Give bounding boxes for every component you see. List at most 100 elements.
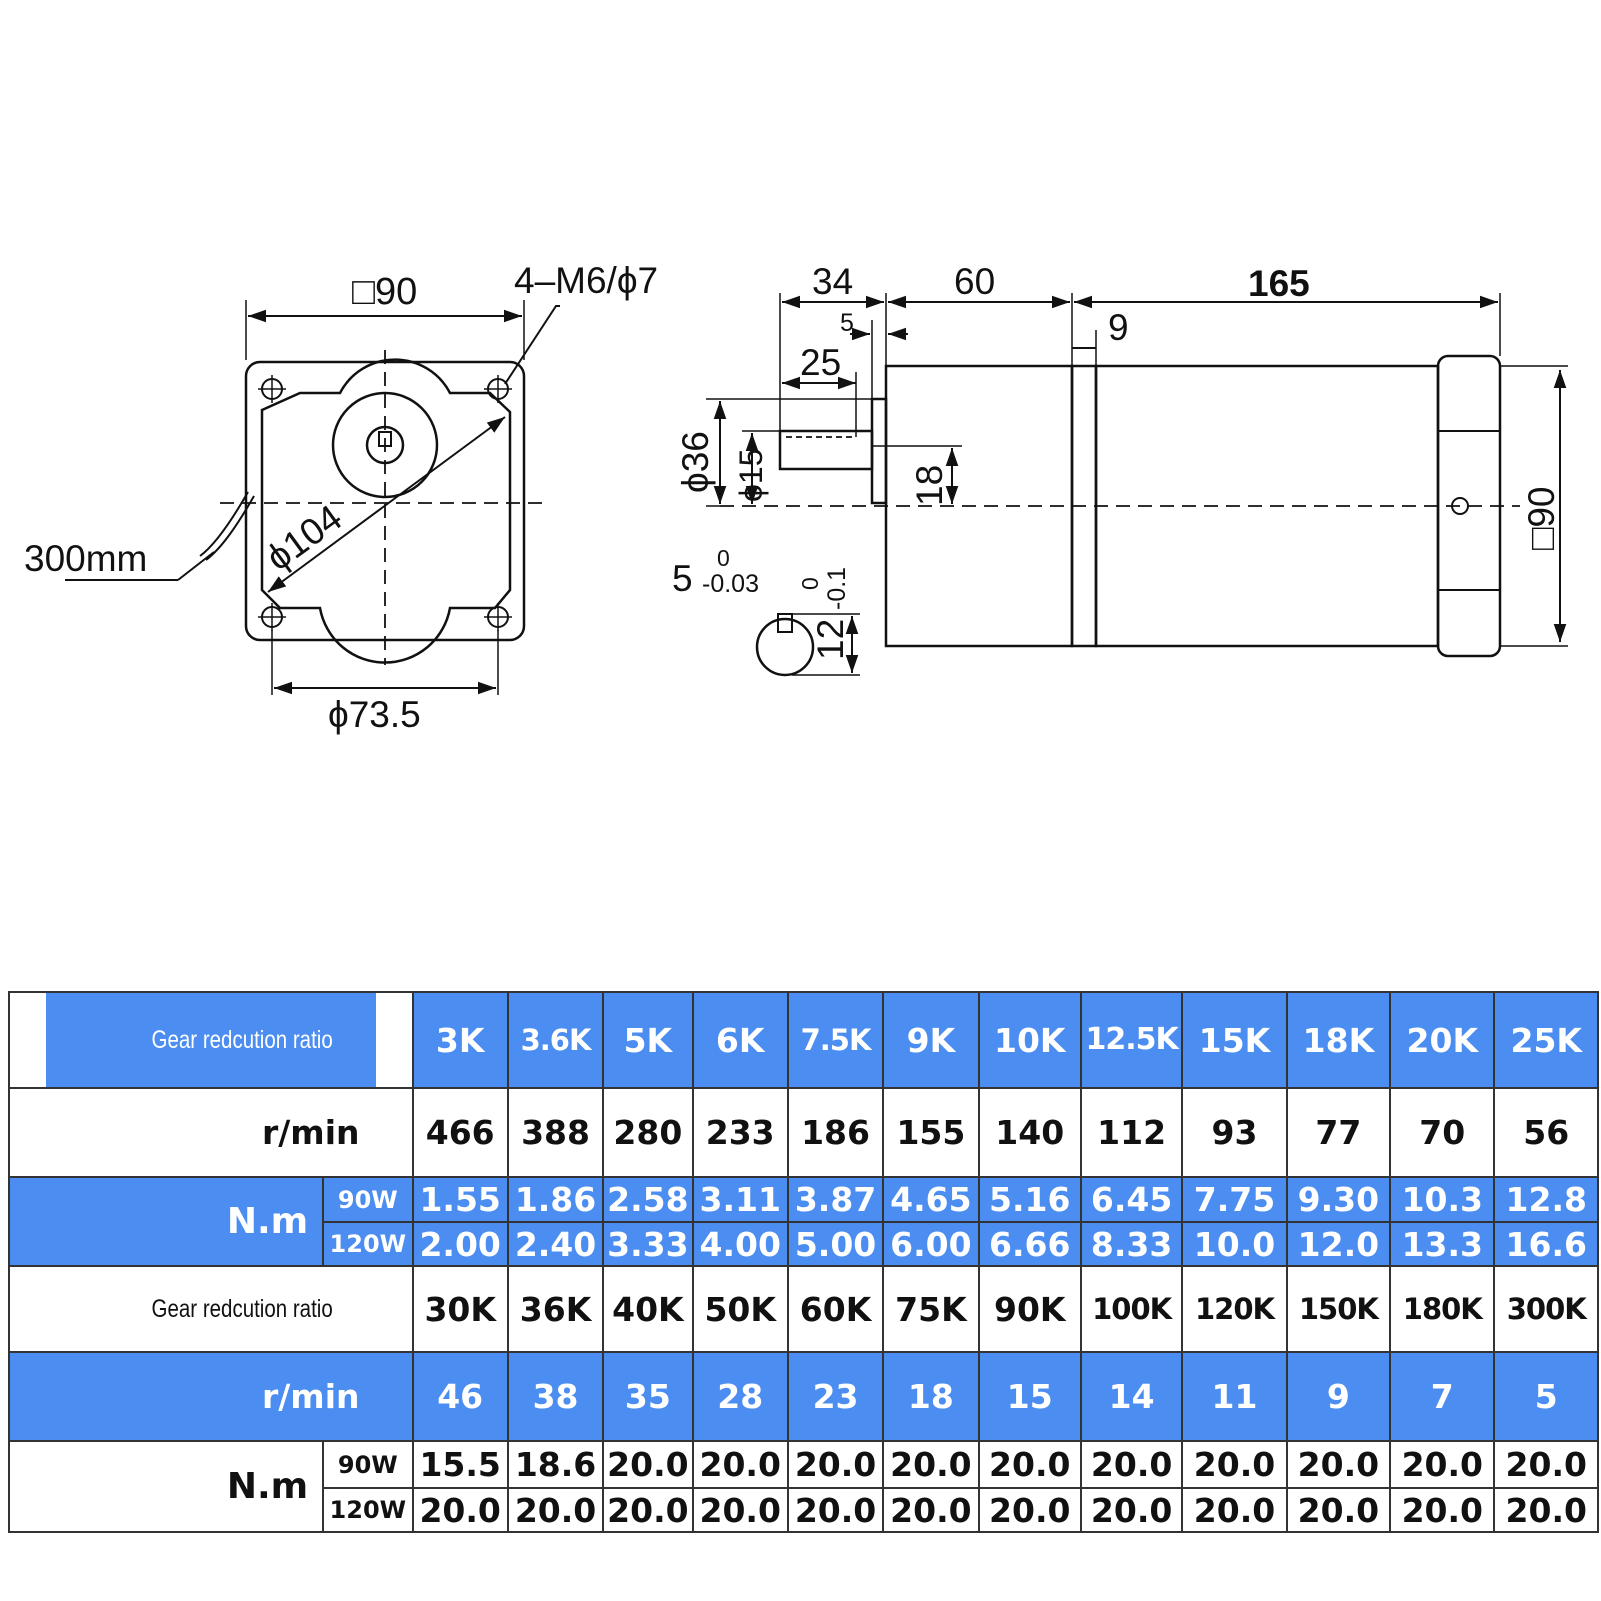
table-cell: 8.33 — [1079, 1221, 1184, 1267]
table-cell: 30K — [411, 1265, 509, 1353]
table-cell: 300K — [1493, 1265, 1599, 1353]
torque-label: N.m — [7, 1176, 325, 1267]
table-cell: 7 — [1389, 1351, 1496, 1442]
rpm-label: r/min — [8, 1087, 414, 1178]
table-cell: 3K — [411, 991, 509, 1089]
table-cell: 1.55 — [411, 1176, 509, 1223]
table-cell: 280 — [602, 1087, 694, 1178]
key-length-label: 25 — [800, 342, 841, 383]
table-cell: 20.0 — [602, 1487, 694, 1533]
shaft-diameter-label: ϕ15 — [733, 448, 769, 502]
pilot-diameter-label: ϕ73.5 — [328, 694, 421, 735]
table-cell: 2.00 — [411, 1221, 509, 1267]
table-cell: 6K — [691, 991, 789, 1089]
hole-crosshairs — [258, 375, 512, 631]
table-cell: 20.0 — [1079, 1440, 1184, 1489]
wattage-label: 120W — [322, 1221, 414, 1267]
body-square-label: □90 — [1521, 486, 1562, 550]
gear-ratio-label: Gear redcution ratio — [44, 991, 378, 1089]
table-cell: 15 — [977, 1351, 1082, 1442]
table-cell: 5K — [602, 991, 694, 1089]
flange-square-label: □90 — [352, 271, 417, 313]
shoulder-label: 5 — [840, 309, 854, 337]
table-cell: 20.0 — [1389, 1440, 1496, 1489]
table-cell: 9 — [1285, 1351, 1392, 1442]
key-height-tol-lower: -0.1 — [823, 567, 851, 610]
side-view — [706, 293, 1568, 677]
table-cell: 4.65 — [882, 1176, 980, 1223]
table-cell: 466 — [411, 1087, 509, 1178]
table-cell: 15K — [1181, 991, 1288, 1089]
table-cell: 10.0 — [1181, 1221, 1288, 1267]
table-cell: 40K — [602, 1265, 694, 1353]
table-cell: 20.0 — [1389, 1487, 1496, 1533]
table-cell: 25K — [1493, 991, 1599, 1089]
table-cell: 18K — [1285, 991, 1392, 1089]
table-cell: 56 — [1493, 1087, 1599, 1178]
key-section-shaft — [755, 617, 815, 677]
gear-ratio-label: Gear redcution ratio — [44, 1265, 378, 1353]
table-cell: 50K — [691, 1265, 789, 1353]
table-cell: 12.0 — [1285, 1221, 1392, 1267]
key-width-label: 5 — [672, 558, 693, 599]
table-cell: 180K — [1389, 1265, 1496, 1353]
table-cell: 11 — [1181, 1351, 1288, 1442]
shaft-boss — [870, 397, 888, 505]
table-cell: 3.33 — [602, 1221, 694, 1267]
table-cell: 20.0 — [1285, 1487, 1392, 1533]
table-cell: 233 — [691, 1087, 789, 1178]
key-width-tol-upper: 0 — [717, 545, 730, 571]
table-cell: 60K — [786, 1265, 885, 1353]
table-cell: 12.5K — [1079, 991, 1184, 1089]
table-cell: 18 — [882, 1351, 980, 1442]
table-cell: 112 — [1079, 1087, 1184, 1178]
table-cell: 13.3 — [1389, 1221, 1496, 1267]
table-cell: 20.0 — [691, 1487, 789, 1533]
gearbox-length-label: 60 — [954, 261, 995, 302]
table-cell: 20.0 — [1285, 1440, 1392, 1489]
table-cell: 70 — [1389, 1087, 1496, 1178]
table-cell: 23 — [786, 1351, 885, 1442]
table-cell: 10.3 — [1389, 1176, 1496, 1223]
table-cell: 150K — [1285, 1265, 1392, 1353]
table-cell: 388 — [506, 1087, 605, 1178]
table-cell: 1.86 — [506, 1176, 605, 1223]
table-cell: 20.0 — [786, 1440, 885, 1489]
table-cell: 20.0 — [977, 1487, 1082, 1533]
table-cell: 93 — [1181, 1087, 1288, 1178]
table-cell: 5.16 — [977, 1176, 1082, 1223]
torque-label: N.m — [7, 1440, 325, 1533]
table-cell: 20.0 — [882, 1440, 980, 1489]
table-cell: 120K — [1181, 1265, 1288, 1353]
gearbox-face-outline — [260, 358, 512, 664]
key-offset-label: 18 — [909, 465, 950, 506]
flange-thickness-label: 9 — [1108, 307, 1129, 348]
shaft-length-label: 34 — [812, 261, 853, 302]
motor-length-label: 165 — [1248, 263, 1310, 304]
table-cell: 4.00 — [691, 1221, 789, 1267]
table-cell: 20.0 — [1493, 1440, 1599, 1489]
table-cell: 6.45 — [1079, 1176, 1184, 1223]
motor-dimension-drawing: □90 4–M6/ϕ7 ϕ104 300mm ϕ73.5 — [24, 260, 1568, 735]
table-cell: 12.8 — [1493, 1176, 1599, 1223]
key-width-tol-lower: -0.03 — [702, 570, 759, 598]
table-cell: 46 — [411, 1351, 509, 1442]
wattage-label: 90W — [322, 1176, 414, 1223]
table-cell: 140 — [977, 1087, 1082, 1178]
wattage-label: 90W — [322, 1440, 414, 1489]
table-cell: 20.0 — [1079, 1487, 1184, 1533]
table-cell: 3.87 — [786, 1176, 885, 1223]
lead-wire — [199, 491, 249, 557]
diagonal-dimension-line — [267, 416, 506, 593]
table-cell: 20.0 — [1181, 1440, 1288, 1489]
table-cell: 38 — [506, 1351, 605, 1442]
table-cell: 90K — [977, 1265, 1082, 1353]
key-height-tol-upper: 0 — [797, 577, 823, 590]
table-cell: 20.0 — [882, 1487, 980, 1533]
